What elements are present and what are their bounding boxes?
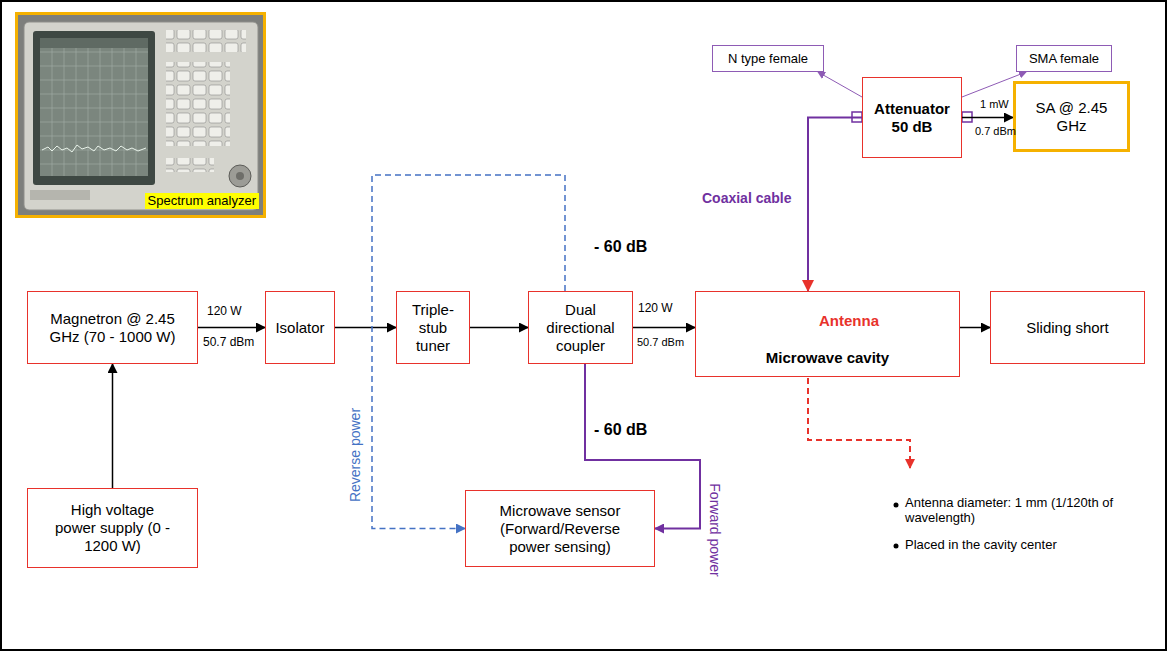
node-text: Antenna bbox=[819, 312, 879, 330]
signal-name: Reverse power bbox=[347, 408, 363, 502]
keypad bbox=[166, 62, 230, 146]
spectrum-analyzer-photo bbox=[17, 14, 264, 216]
tuning-knob bbox=[229, 165, 251, 187]
sensor-box: Microwave sensor (Forward/Reverse power … bbox=[465, 490, 655, 567]
note-text: Placed in the cavity center bbox=[905, 538, 1057, 553]
connector-arrow bbox=[633, 327, 695, 329]
screen bbox=[40, 38, 148, 176]
power-value: 120 W bbox=[638, 302, 673, 316]
connector-arrow bbox=[808, 118, 862, 292]
power-value: 1 mW bbox=[980, 98, 1009, 111]
process-box: Triple-stub tuner bbox=[396, 291, 470, 364]
process-box: Magnetron @ 2.45 GHz (70 - 1000 W) bbox=[27, 291, 198, 364]
node-text: Microwave cavity bbox=[696, 349, 959, 367]
analyzer-box: SA @ 2.45 GHz bbox=[1013, 81, 1130, 152]
node-text: High voltage power supply (0 - 1200 W) bbox=[54, 501, 172, 555]
node-text: Triple-stub tuner bbox=[403, 301, 463, 355]
cable-name: Coaxial cable bbox=[702, 190, 792, 206]
connector-arrow bbox=[335, 327, 396, 329]
process-box: Isolator bbox=[265, 291, 335, 364]
bullet bbox=[894, 544, 899, 549]
callout-box: SMA female bbox=[1016, 45, 1112, 72]
power-value: 50.7 dBm bbox=[203, 336, 254, 350]
device-body bbox=[24, 22, 258, 210]
node-text: Isolator bbox=[275, 319, 324, 337]
cavity-box: AntennaMicrowave cavity bbox=[695, 291, 960, 377]
process-box: Dual directional coupler bbox=[528, 291, 633, 364]
coupling-value: - 60 dB bbox=[594, 238, 647, 256]
node-text: Spectrum analyzer bbox=[145, 193, 259, 209]
node-text: SMA female bbox=[1029, 51, 1099, 67]
node-text: N type female bbox=[728, 51, 808, 67]
knob-center bbox=[236, 172, 244, 180]
node-text: SA @ 2.45 GHz bbox=[1032, 99, 1112, 135]
screen-bezel bbox=[33, 31, 155, 185]
node-text: Dual directional coupler bbox=[537, 301, 625, 355]
device-logo-plate bbox=[30, 190, 90, 200]
power-value: 50.7 dBm bbox=[637, 336, 684, 349]
screen-header bbox=[40, 38, 148, 48]
power-value: 0.7 dBm bbox=[975, 125, 1016, 138]
connector-arrow bbox=[112, 364, 114, 488]
photo-frame: Spectrum analyzer bbox=[15, 12, 266, 218]
screen-trace bbox=[42, 145, 146, 152]
photo-ground bbox=[17, 14, 264, 216]
keypad-bottom bbox=[166, 158, 214, 172]
process-box: Sliding short bbox=[990, 291, 1145, 364]
node-text: Attenuator 50 dB bbox=[870, 100, 954, 136]
note-text: Antenna diameter: 1 mm (1/120th of wavel… bbox=[905, 496, 1140, 526]
note-leader bbox=[808, 368, 910, 468]
connector-arrow bbox=[818, 72, 862, 97]
node-text: Magnetron @ 2.45 GHz (70 - 1000 W) bbox=[45, 310, 180, 346]
node-text: Microwave sensor (Forward/Reverse power … bbox=[490, 502, 630, 556]
keypad-top bbox=[166, 30, 246, 52]
process-box: High voltage power supply (0 - 1200 W) bbox=[27, 488, 198, 568]
coupling-value: - 60 dB bbox=[594, 421, 647, 439]
callout-box: N type female bbox=[712, 45, 824, 72]
power-value: 120 W bbox=[207, 305, 242, 319]
signal-name: Forward power bbox=[707, 483, 723, 576]
attenuator-box: Attenuator 50 dB bbox=[862, 77, 962, 158]
connector-arrow bbox=[198, 327, 265, 329]
bullet bbox=[894, 503, 899, 508]
node-text: Sliding short bbox=[1026, 319, 1109, 337]
connector-arrow bbox=[962, 117, 1013, 119]
connector-arrow bbox=[470, 327, 528, 329]
connector-arrow bbox=[960, 327, 990, 329]
screen-grid bbox=[40, 38, 148, 176]
